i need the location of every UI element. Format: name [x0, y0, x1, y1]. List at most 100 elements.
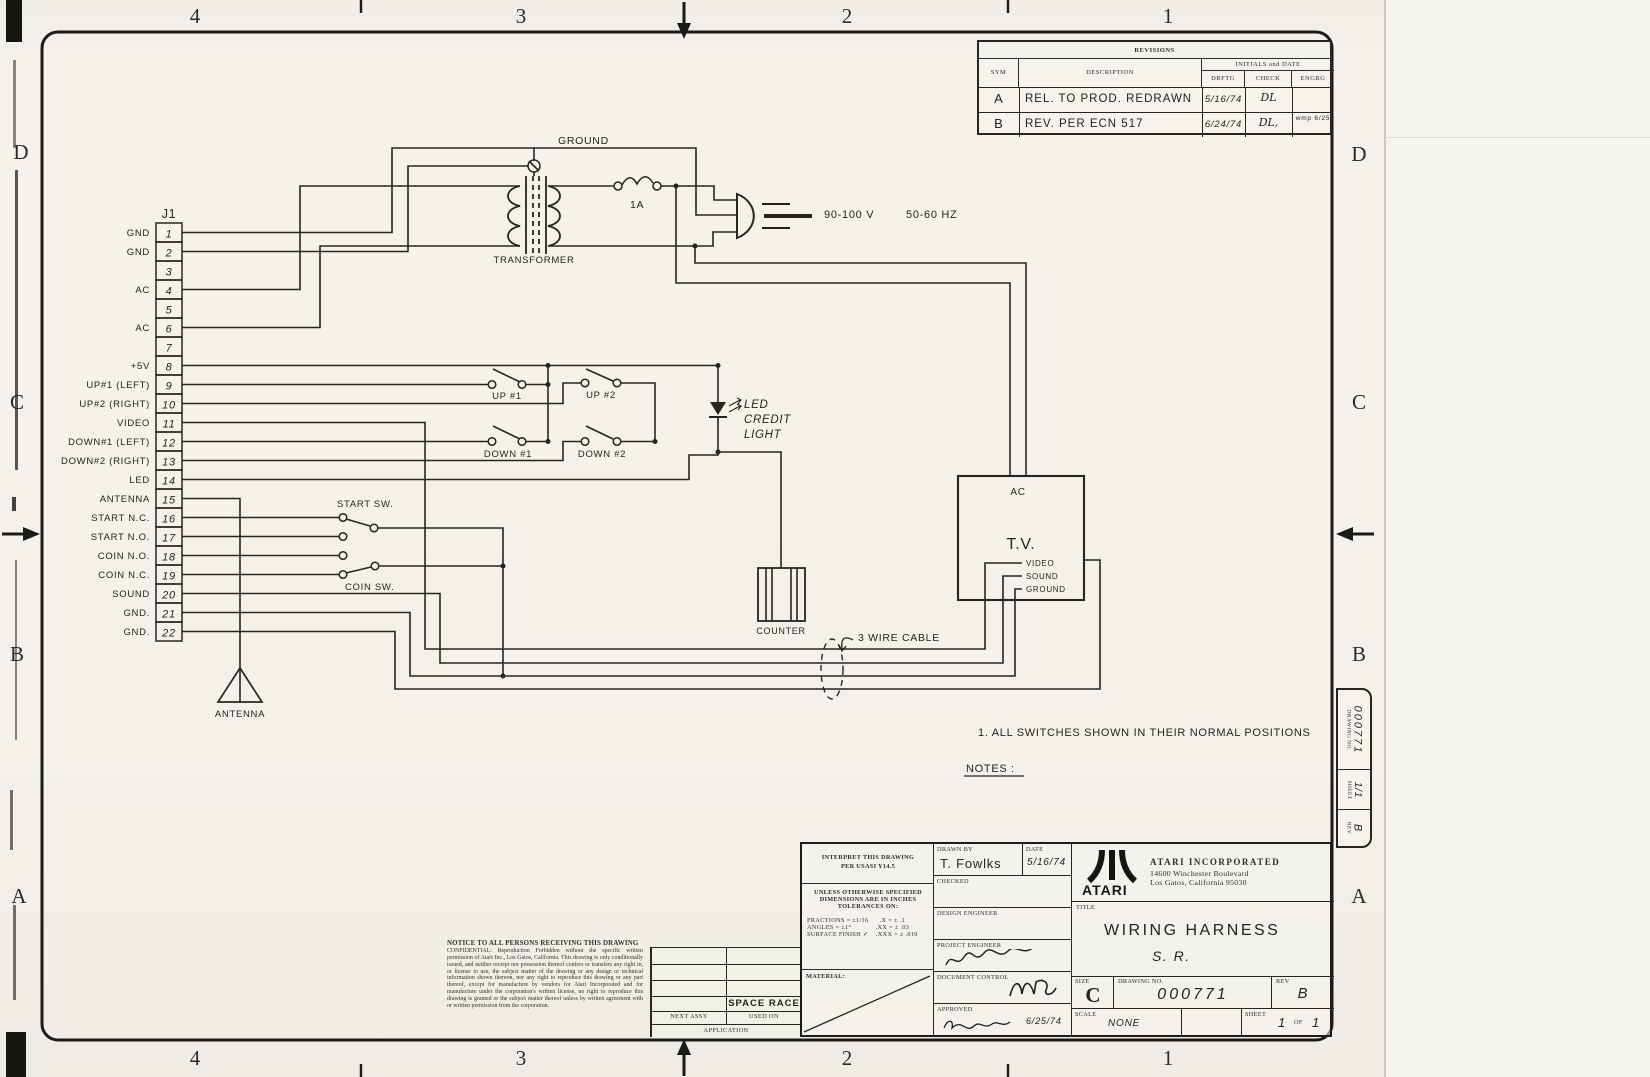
pin-number: 21 [161, 609, 176, 621]
notice-body: CONFIDENTIAL: Reproduction Forbidden wit… [447, 948, 643, 1009]
revision-drftg: 5/16/74 [1204, 94, 1243, 105]
revision-drftg: 6/24/74 [1204, 119, 1243, 130]
scale-cell: SCALE NONE [1072, 1009, 1182, 1037]
switch-contacts [338, 378, 622, 580]
tv-box [956, 474, 1086, 602]
title-block-left: INTERPRET THIS DRAWING PER USASI Y14.5 U… [802, 844, 934, 1036]
drawn-by-label: DRAWN BY [937, 846, 974, 853]
spec-line3: TOLERANCES ON: [837, 903, 899, 910]
approved-signature [943, 1020, 1011, 1031]
strip-sheet: 1/1 SHEET [1338, 770, 1370, 810]
pin-number: 4 [166, 286, 173, 298]
interpret-line2: PER USASI Y14.5 [840, 863, 896, 871]
checked-label: CHECKED [937, 878, 969, 885]
transformer-label: TRANSFORMER [493, 255, 574, 266]
voltage-label: 90-100 V [824, 209, 874, 221]
pin-number: 15 [162, 495, 176, 507]
down2-switch-label: DOWN #2 [578, 449, 626, 460]
pin-number: 12 [162, 438, 176, 450]
paper-fold-line [1384, 0, 1386, 1077]
material-slash [803, 975, 931, 1033]
tv-sound-label: SOUND [1026, 572, 1058, 581]
pin-label: UP#2 (RIGHT) [79, 399, 150, 410]
led-label-2: CREDIT [744, 414, 791, 426]
pin-number: 19 [162, 571, 176, 583]
pin-label: VIDEO [117, 418, 150, 429]
pin-label: COIN N.C. [98, 570, 150, 581]
checked-row: CHECKED [934, 876, 1072, 908]
pin-number: 6 [166, 324, 173, 336]
scale-sheet-row: SCALE NONE SHEET 1 OF 1 [1072, 1008, 1334, 1037]
application-table: SPACE RACE NEXT ASSY USED ON APPLICATION [650, 947, 800, 1037]
revisions-col-initials: INITIALS and DATE [1202, 59, 1334, 71]
document-control-row: DOCUMENT CONTROL [934, 972, 1072, 1004]
counter-label: COUNTER [756, 626, 805, 636]
registration-arrows [2, 2, 1374, 1076]
zone-bottom-4: 4 [189, 1046, 201, 1070]
strip-drawing-no: 000771 DRAWING NO. [1338, 690, 1370, 770]
pin-number: 8 [166, 362, 173, 374]
note-1: 1. ALL SWITCHES SHOWN IN THEIR NORMAL PO… [978, 727, 1311, 739]
size-cell: SIZE C [1072, 977, 1114, 1008]
confidential-notice: NOTICE TO ALL PERSONS RECEIVING THIS DRA… [447, 940, 643, 1010]
zone-top-3: 3 [515, 4, 527, 28]
title-block-middle: DRAWN BY T. Fowlks DATE 5/16/74 CHECKED … [934, 844, 1072, 1036]
pin-label: ANTENNA [100, 494, 150, 505]
divider [1245, 87, 1246, 137]
tolerance-line2: ANGLES = ±1° .XX = ± .03 [807, 924, 910, 931]
title-box: TITLE WIRING HARNESS S. R. [1072, 902, 1334, 977]
interpret-box: INTERPRET THIS DRAWING PER USASI Y14.5 [802, 844, 934, 884]
zone-right-c: C [1351, 390, 1366, 414]
date-cell: DATE 5/16/74 [1022, 844, 1072, 876]
zone-left-a: A [11, 884, 27, 908]
film-edge-mark [15, 560, 17, 740]
scan-artifact-line [1386, 137, 1650, 138]
revisions-col-sym: SYM [979, 59, 1019, 87]
start-switch-label: START SW. [337, 499, 393, 510]
revision-engrg: wmp 6/25 [1295, 115, 1331, 122]
tv-ac-label: AC [1010, 487, 1025, 498]
up1-switch-label: UP #1 [492, 391, 522, 402]
pin-number: 13 [162, 457, 176, 469]
rev-value: B [1297, 985, 1309, 1002]
pin-number: 22 [161, 628, 176, 640]
pin-label: +5V [131, 361, 150, 372]
material-label: MATERIAL: [806, 973, 845, 980]
pin-number: 10 [162, 400, 176, 412]
transformer-symbol [507, 159, 561, 254]
tv-label: T.V. [1007, 536, 1036, 553]
strip-rev: B REV [1338, 810, 1370, 846]
pin-number: 2 [165, 248, 173, 260]
ground-label: GROUND [558, 135, 609, 147]
design-engineer-label: DESIGN ENGINEER [937, 910, 998, 917]
film-edge-mark [13, 60, 16, 148]
scale-label: SCALE [1075, 1011, 1097, 1018]
zone-right-b: B [1351, 642, 1366, 666]
notice-heading: NOTICE TO ALL PERSONS RECEIVING THIS DRA… [447, 940, 639, 947]
led-label-1: LED [744, 399, 768, 411]
drawing-title-2: S. R. [1152, 948, 1191, 964]
document-control-signature [1009, 979, 1057, 997]
atari-logo-icon [1086, 849, 1138, 884]
zone-top-1: 1 [1162, 4, 1174, 28]
film-edge-mark [6, 0, 22, 42]
company-address-2: Los Gatos, California 95030 [1150, 878, 1247, 887]
interpret-line1: INTERPRET THIS DRAWING [821, 854, 915, 861]
strip-drawing-no-label: DRAWING NO. [1346, 708, 1353, 751]
drawn-by-row: DRAWN BY T. Fowlks DATE 5/16/74 [934, 844, 1072, 876]
revisions-col-description: DESCRIPTION [1019, 59, 1202, 87]
pin-number: 17 [162, 533, 176, 545]
drawing-no-value: 000771 [1157, 986, 1229, 1003]
revision-description: REV. PER ECN 517 [1025, 118, 1144, 130]
pin-label: START N.C. [91, 513, 150, 524]
revisions-col-engrg: ENGRG [1300, 75, 1326, 82]
material-box: MATERIAL: [802, 970, 934, 1036]
revision-check: DL [1260, 91, 1277, 104]
connector-label: J1 [162, 207, 177, 221]
pin-number: 5 [166, 305, 173, 317]
zone-left-d: D [13, 140, 29, 164]
project-engineer-signature [945, 949, 1033, 966]
zone-bottom-3: 3 [515, 1046, 527, 1070]
